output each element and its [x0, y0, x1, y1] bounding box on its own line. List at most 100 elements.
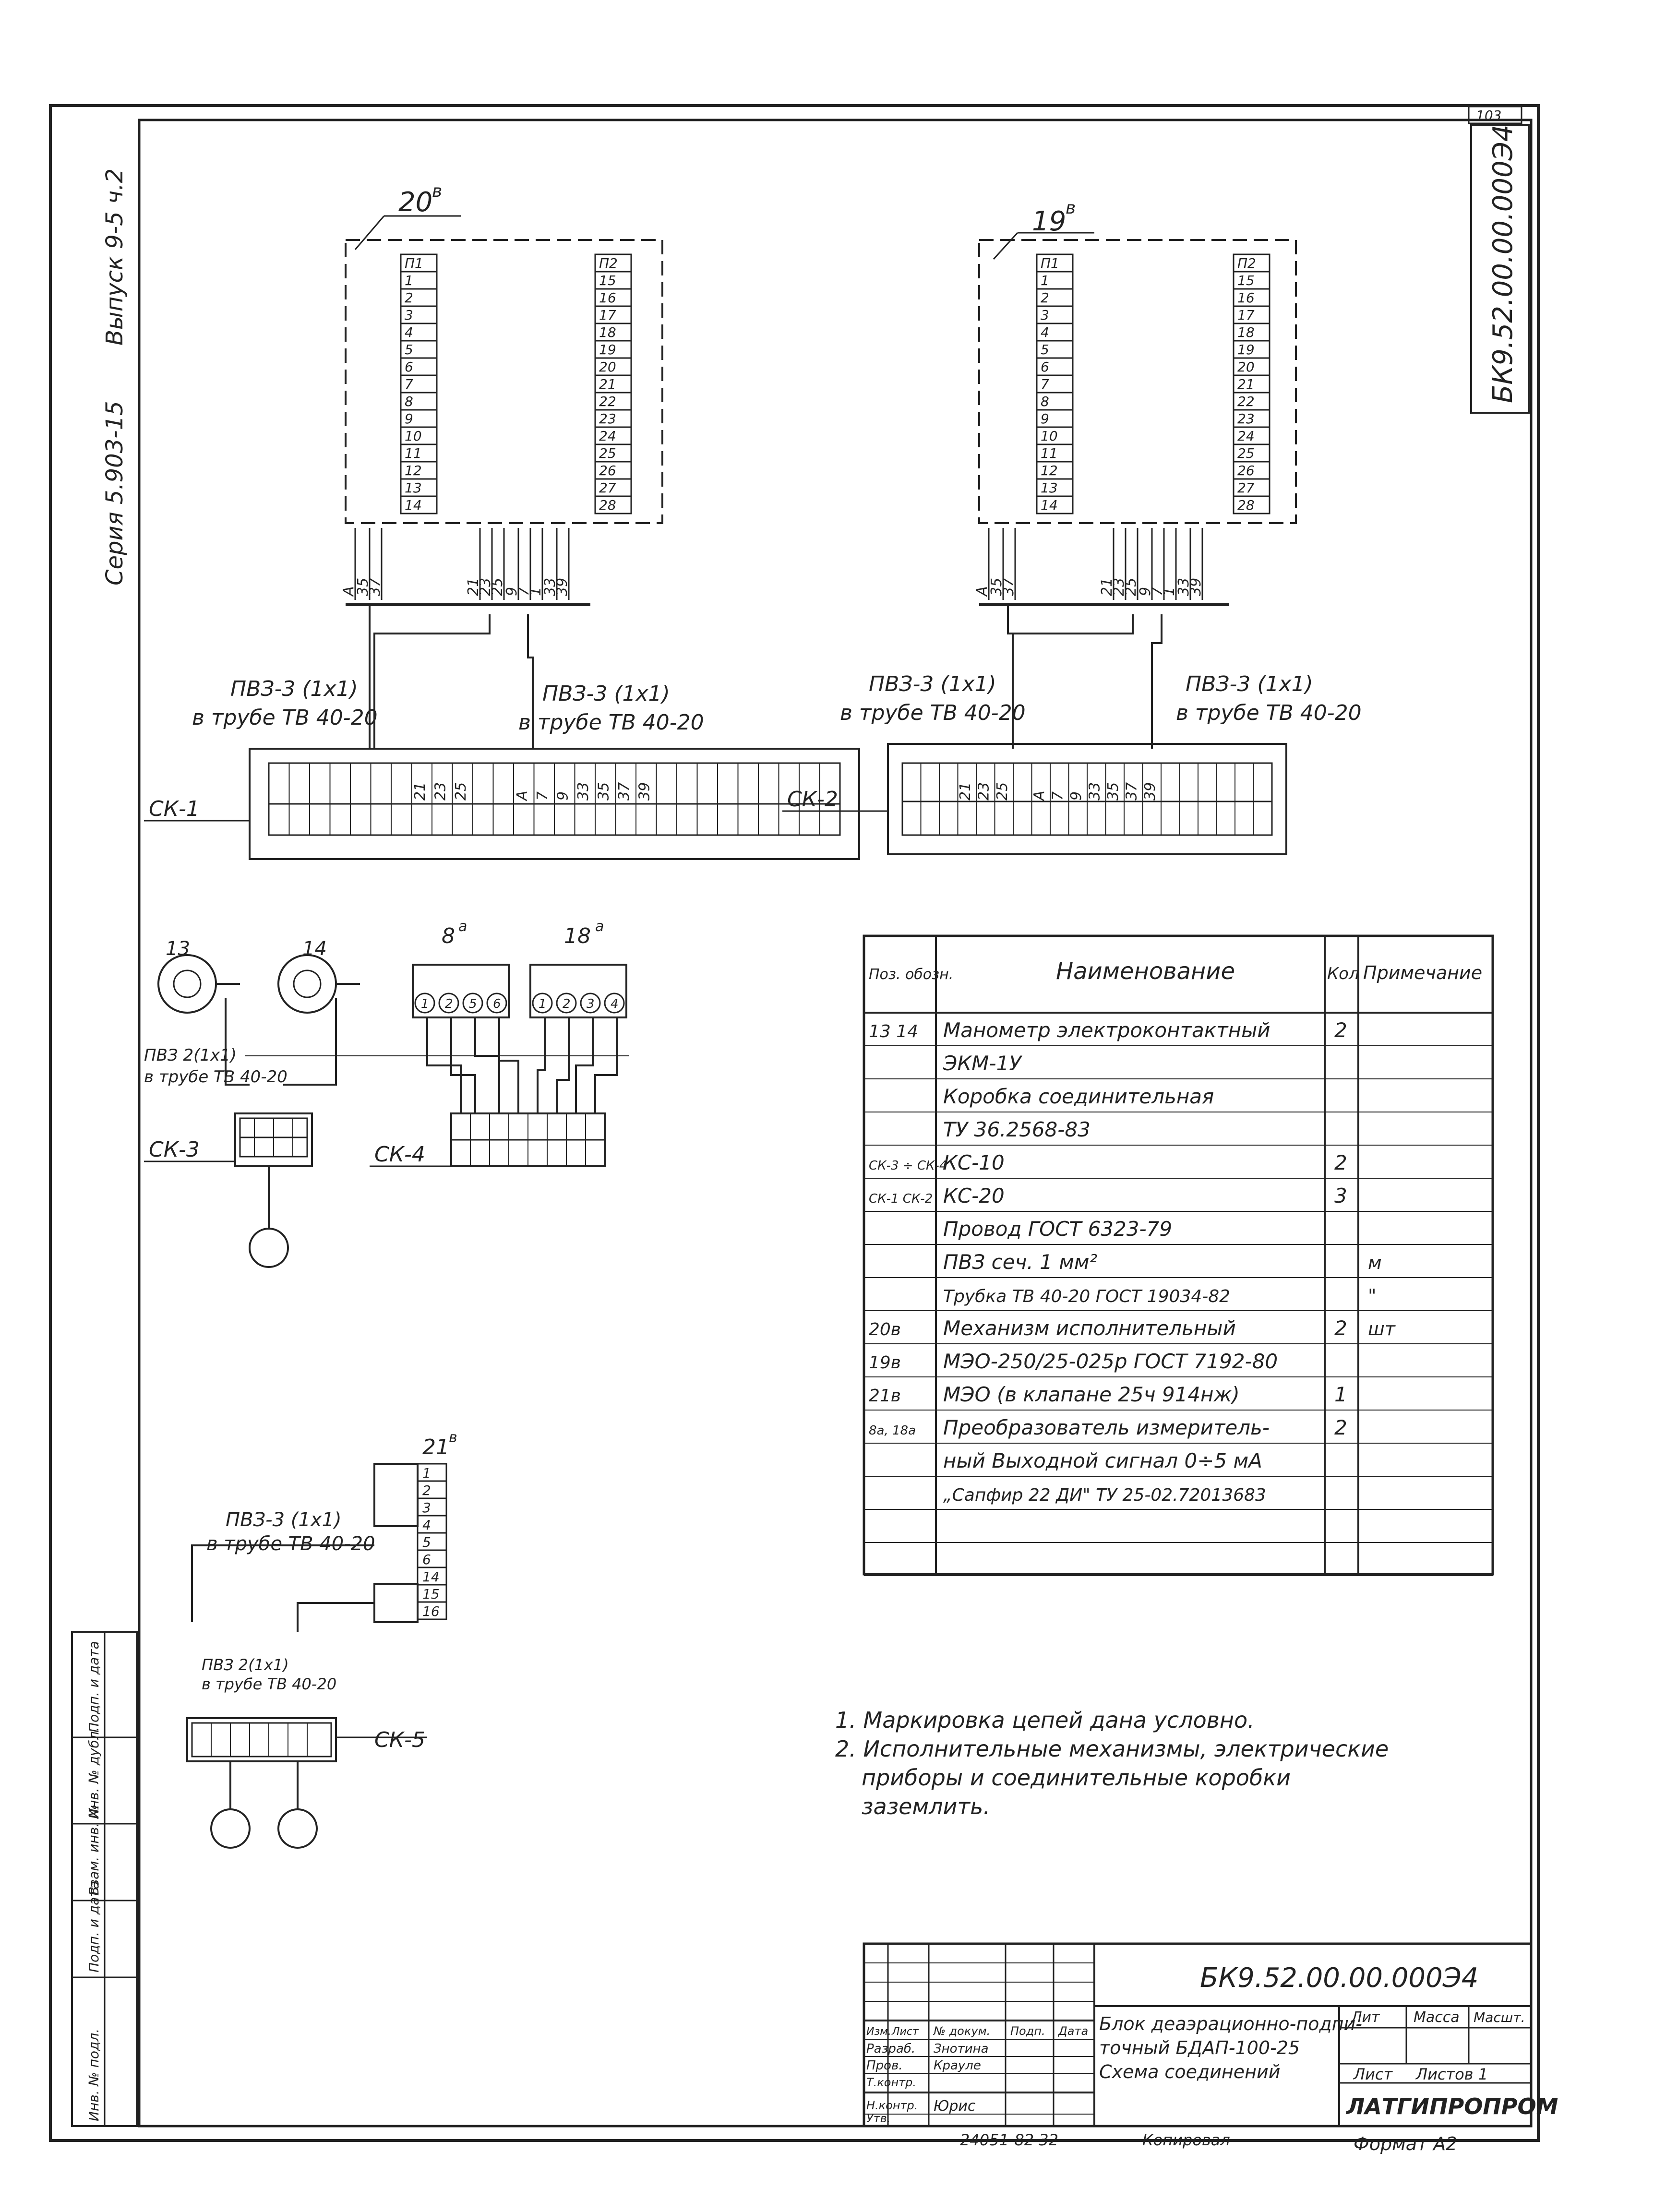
tb-org: ЛАТГИПРОПРОМ — [1345, 2093, 1558, 2119]
table-cell-name: ный Выходной сигнал 0÷5 мА — [943, 1449, 1262, 1472]
bus-label: 35 — [355, 578, 372, 596]
terminal-number: 14 — [405, 497, 422, 513]
table-cell-name: ЭКМ-1У — [943, 1052, 1022, 1075]
bottom-copied: Копировал — [1142, 2131, 1230, 2149]
tb-masshtab: Масшт. — [1474, 2009, 1525, 2025]
sk5-label: СК-5 — [374, 1728, 425, 1752]
sk2-label: СК-2 — [787, 787, 838, 812]
cable-21-label: ПВЗ-3 (1х1) — [226, 1509, 342, 1531]
box-terminal-label: 23 — [432, 782, 449, 801]
table-cell-qty: 2 — [1334, 1151, 1347, 1174]
terminal-number: 22 — [1237, 394, 1255, 409]
box-terminal-label: 39 — [1142, 782, 1159, 801]
terminal-number: 3 — [405, 307, 413, 323]
cable-pipe-1b: в трубе ТВ 40-20 — [518, 710, 704, 735]
table-cell-pos: СК-3 ÷ СК-4 — [869, 1159, 947, 1173]
terminal-number: 2 — [405, 290, 413, 306]
converter-8-label: 8 — [442, 924, 455, 948]
actuator-19-label: 19 — [1032, 206, 1066, 237]
table-cell-name: МЭО-250/25-025р ГОСТ 7192-80 — [943, 1350, 1278, 1373]
terminal-number: 20 — [599, 359, 616, 375]
tb-col-sign: Подп. — [1010, 2024, 1045, 2038]
terminal-cell — [417, 1515, 447, 1534]
bus-label: 21 — [1099, 578, 1115, 596]
tb-n-razrab: Знотина — [934, 2042, 989, 2056]
terminal-number: 13 — [405, 480, 422, 496]
table-cell-name: КС-20 — [943, 1184, 1005, 1208]
terminal-number: 23 — [1237, 411, 1255, 427]
converter-8-sup: а — [458, 918, 467, 935]
terminal-number: П1 — [1041, 255, 1059, 271]
sk1-label: СК-1 — [149, 797, 200, 821]
terminal-number: 7 — [405, 376, 413, 392]
terminal-number: 6 — [422, 1552, 431, 1567]
junction-box-sk5: СК-5 — [186, 1717, 427, 1849]
box-terminal-label: А — [514, 790, 530, 801]
box-terminal-label: 39 — [636, 782, 653, 801]
table-cell-name: „Сапфир 22 ДИ" ТУ 25-02.72013683 — [943, 1485, 1266, 1505]
bus-label: А — [340, 586, 357, 597]
bus-label: 21 — [465, 578, 482, 596]
terminal-number: 15 — [422, 1586, 440, 1602]
box-terminal-label: 37 — [616, 782, 633, 801]
bus-label: 37 — [1000, 578, 1017, 596]
box-terminal-label: 9 — [554, 791, 571, 801]
table-cell-pos: 19в — [869, 1353, 901, 1373]
table-cell-name: ПВЗ сеч. 1 мм² — [943, 1250, 1098, 1274]
box-terminal-label: 33 — [1086, 782, 1103, 801]
converter-pin-label: 1 — [539, 997, 547, 1011]
terminal-number: 12 — [1041, 463, 1058, 478]
terminal-number: 18 — [1237, 324, 1255, 340]
tb-r-tkontr: Т.контр. — [866, 2076, 916, 2089]
box-terminal-label: 21 — [957, 782, 974, 801]
terminal-number: 16 — [422, 1603, 440, 1619]
terminal-number: 19 — [1237, 342, 1255, 358]
tb-massa: Масса — [1414, 2009, 1460, 2026]
terminal-cell — [400, 495, 438, 514]
converter-pin — [556, 992, 577, 1014]
bus-label: 37 — [367, 578, 384, 596]
terminal-number: 5 — [405, 342, 413, 358]
terminal-number: 5 — [1041, 342, 1049, 358]
cable-label-2b: ПВЗ-3 (1х1) — [1186, 672, 1313, 696]
terminal-number: 25 — [599, 445, 616, 461]
bus-label: 25 — [489, 578, 506, 596]
table-cell-name: Провод ГОСТ 6323-79 — [943, 1217, 1172, 1241]
terminal-number: 13 — [1041, 480, 1058, 496]
cable-pvz2-pipe: в трубе ТВ 40-20 — [144, 1067, 288, 1087]
terminal-number: 24 — [599, 428, 616, 444]
strip-sign2: Подп. и дата — [86, 1641, 102, 1733]
tb-n-nkontr: Юрис — [934, 2098, 976, 2115]
tb-col-izm: Изм. — [866, 2026, 891, 2038]
gauge-13: 13 — [157, 938, 240, 1032]
th-qty: Кол — [1327, 964, 1359, 983]
terminal-number: 25 — [1237, 445, 1255, 461]
terminal-cell — [594, 495, 632, 514]
note-4: заземлить. — [862, 1794, 990, 1819]
title-block: БК9.52.00.00.000Э4 Блок деаэрационно-под… — [863, 1942, 1558, 2128]
table-cell-name: Манометр электроконтактный — [943, 1018, 1270, 1042]
terminal-cell — [417, 1549, 447, 1568]
terminal-cell — [417, 1497, 447, 1517]
terminal-number: 11 — [405, 445, 422, 461]
cable-21-pipe: в трубе ТВ 40-20 — [206, 1533, 375, 1555]
cables-top — [369, 605, 1163, 749]
note-3: приборы и соединительные коробки — [862, 1765, 1291, 1791]
converter-18-label: 18 — [564, 924, 591, 948]
bus-label: 1 — [1161, 587, 1178, 596]
notes: 1. Маркировка цепей дана условно. 2. Исп… — [835, 1707, 1389, 1819]
inner-frame — [138, 119, 1533, 2128]
table-cell-name: КС-10 — [943, 1151, 1005, 1174]
tb-r-prov: Пров. — [866, 2058, 903, 2073]
bus-label: 9 — [503, 587, 520, 596]
converter-pin — [462, 992, 483, 1014]
terminal-number: 21 — [599, 376, 616, 392]
th-pos: Поз. обозн. — [869, 966, 953, 983]
cable-pipe-1a: в трубе ТВ 40-20 — [192, 705, 378, 730]
spec-table: Поз. обозн. Наименование Кол Примечание … — [863, 934, 1494, 1576]
tb-title1: Блок деаэрационно-подпи- — [1099, 2013, 1362, 2034]
gauge-14: 14 — [277, 938, 360, 1032]
